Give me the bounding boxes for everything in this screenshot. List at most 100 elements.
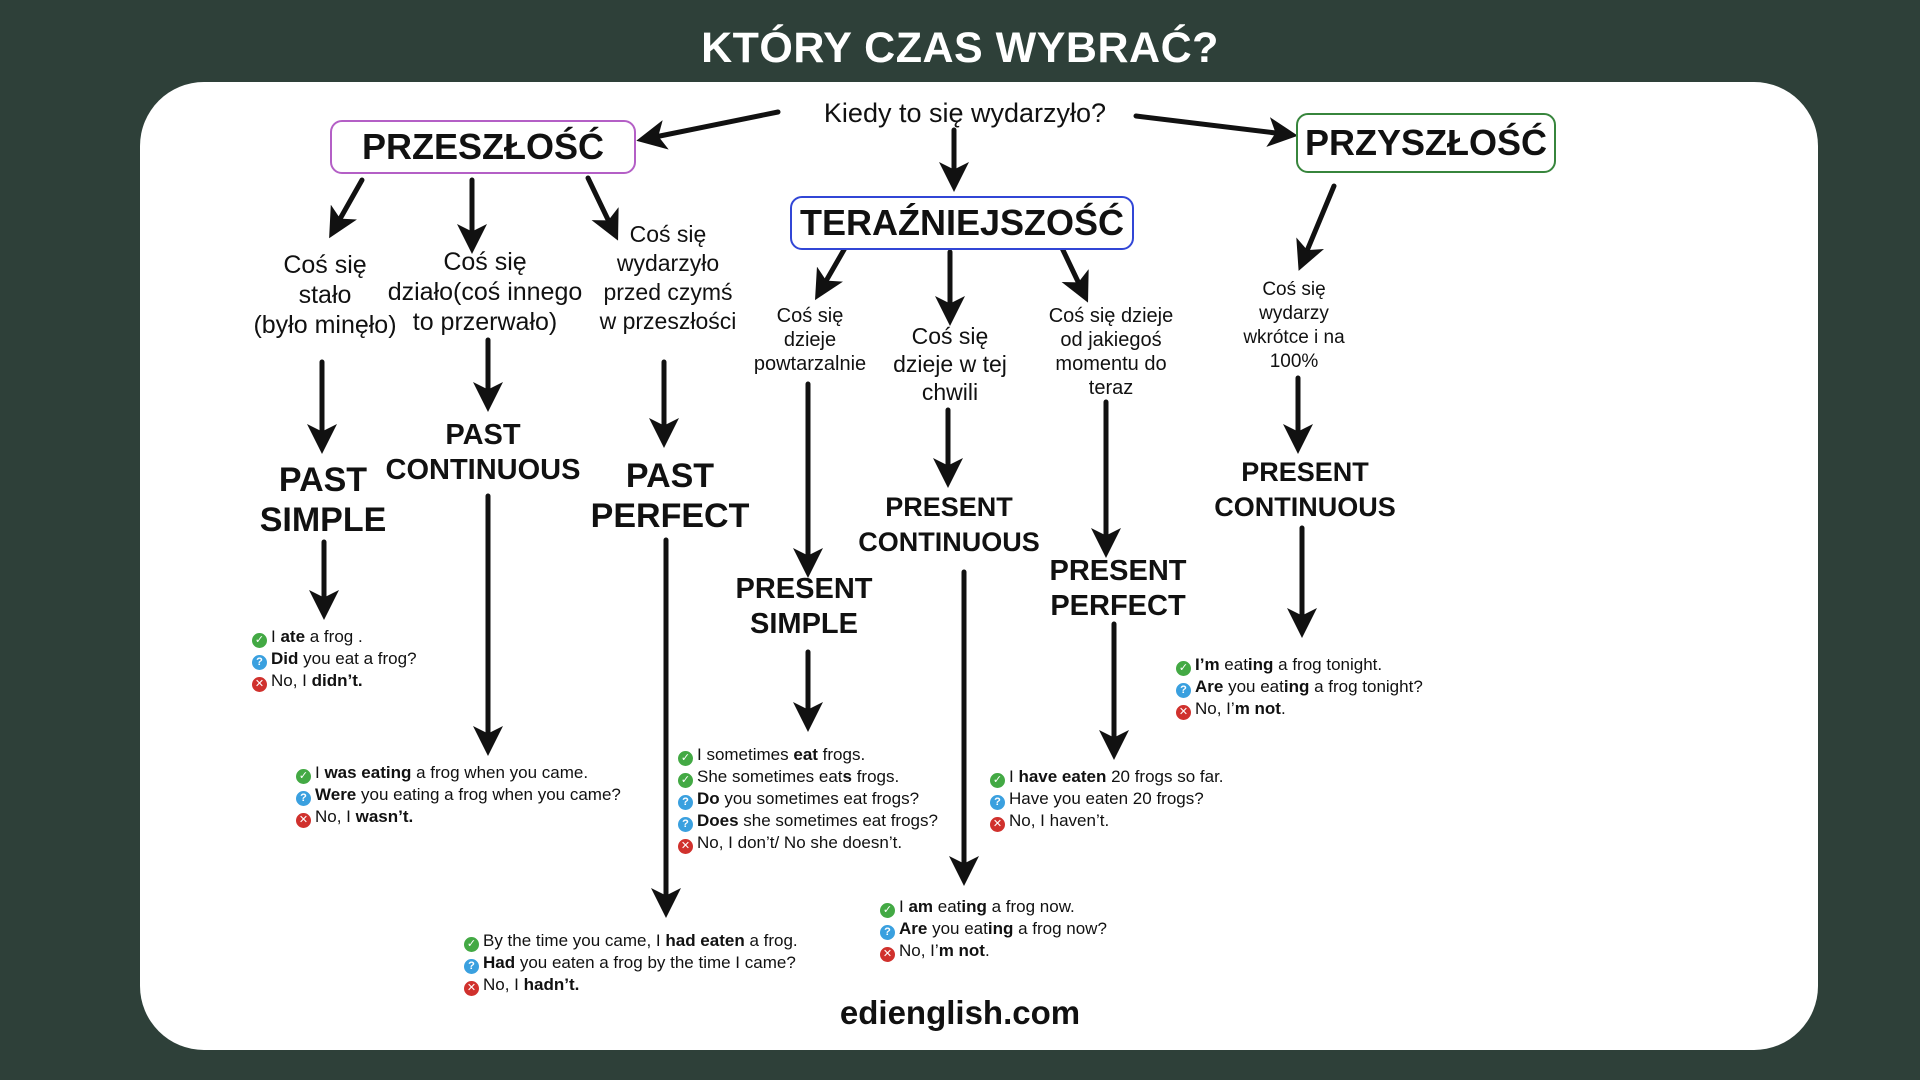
- example-text: eat: [793, 745, 818, 764]
- example-text: a frog.: [744, 931, 798, 950]
- example-text: had eaten: [665, 931, 745, 950]
- example-text: a frog now.: [986, 897, 1075, 916]
- arrow-question-to-past: [636, 109, 781, 150]
- examples-present-continuous: ✓I am eating a frog now.?Are you eating …: [880, 896, 1107, 962]
- cross-icon: ✕: [880, 947, 895, 962]
- example-line: ✕No, I didn’t.: [252, 670, 417, 692]
- example-text: Did: [271, 649, 299, 668]
- example-line: ✕No, I don’t/ No she doesn’t.: [678, 832, 938, 854]
- examples-future: ✓I’m eating a frog tonight.?Are you eati…: [1176, 654, 1423, 720]
- example-text: frogs.: [851, 767, 900, 786]
- example-line: ?Did you eat a frog?: [252, 648, 417, 670]
- examples-past-continuous: ✓I was eating a frog when you came.?Were…: [296, 762, 621, 828]
- tense-past-continuous: PAST CONTINUOUS: [385, 419, 581, 486]
- arrow-present-to-perfect: [1059, 245, 1089, 303]
- question-icon: ?: [1176, 683, 1191, 698]
- example-line: ✕No, I haven’t.: [990, 810, 1224, 832]
- example-line: ✓I’m eating a frog tonight.: [1176, 654, 1423, 676]
- question-icon: ?: [678, 817, 693, 832]
- example-text: No, I: [271, 671, 312, 690]
- arrow-present-to-simple: [815, 245, 848, 301]
- check-icon: ✓: [880, 903, 895, 918]
- check-icon: ✓: [296, 769, 311, 784]
- question-label: Kiedy to się wydarzyło?: [823, 98, 1107, 128]
- example-text: ing: [1247, 655, 1274, 674]
- check-icon: ✓: [678, 773, 693, 788]
- condition-past-perfect: Coś się wydarzyło przed czymś w przeszło…: [599, 221, 737, 334]
- example-line: ✕No, I’m not.: [1176, 698, 1423, 720]
- arrow-future-to-condition: [1296, 183, 1337, 271]
- example-text: I: [315, 763, 325, 782]
- example-line: ✓I sometimes eat frogs.: [678, 744, 938, 766]
- example-text: you eating a frog when you came?: [356, 785, 621, 804]
- example-text: didn’t.: [311, 671, 363, 690]
- example-line: ✓I am eating a frog now.: [880, 896, 1107, 918]
- example-line: ? Have you eaten 20 frogs?: [990, 788, 1224, 810]
- example-text: you eaten a frog by the time I came?: [515, 953, 796, 972]
- check-icon: ✓: [464, 937, 479, 952]
- example-text: a frog when you came.: [411, 763, 589, 782]
- example-text: I sometimes: [697, 745, 794, 764]
- question-icon: ?: [252, 655, 267, 670]
- examples-present-simple: ✓I sometimes eat frogs. ✓ She sometimes ea…: [678, 744, 938, 854]
- example-text: s: [842, 767, 852, 786]
- example-text: you eat: [1223, 677, 1284, 696]
- example-text: frogs.: [817, 745, 866, 764]
- example-text: eat: [933, 897, 962, 916]
- arrow-past-to-simple: [329, 177, 365, 239]
- example-text: She sometimes eat: [697, 767, 843, 786]
- example-text: am: [908, 897, 934, 916]
- example-line: ?Are you eating a frog now?: [880, 918, 1107, 940]
- question-icon: ?: [678, 795, 693, 810]
- example-text: Does: [697, 811, 739, 830]
- check-icon: ✓: [990, 773, 1005, 788]
- example-line: ✓I have eaten 20 frogs so far.: [990, 766, 1224, 788]
- example-text: No, I: [483, 975, 524, 994]
- example-text: No, I: [315, 807, 356, 826]
- example-text: Have you eaten 20 frogs?: [1009, 789, 1204, 808]
- question-icon: ?: [296, 791, 311, 806]
- tense-present-simple: PRESENT SIMPLE: [735, 573, 873, 640]
- cross-icon: ✕: [1176, 705, 1191, 720]
- example-text: I: [1009, 767, 1019, 786]
- example-text: I’m: [1195, 655, 1220, 674]
- tense-present-perfect: PRESENT PERFECT: [1049, 555, 1187, 622]
- arrow-question-to-future: [1133, 113, 1298, 147]
- example-text: I: [899, 897, 909, 916]
- condition-past-continuous: Coś się działo(coś innego to przerwało): [387, 248, 583, 336]
- example-line: ✕No, I wasn’t.: [296, 806, 621, 828]
- condition-future: Coś się wydarzy wkrótce i na 100%: [1243, 279, 1345, 372]
- question-icon: ?: [880, 925, 895, 940]
- question-icon: ?: [990, 795, 1005, 810]
- example-text: m not: [938, 941, 985, 960]
- tense-past-simple: PAST SIMPLE: [259, 461, 387, 539]
- tense-future: PRESENT CONTINUOUS: [1214, 457, 1396, 522]
- example-line: ?Do you sometimes eat frogs?: [678, 788, 938, 810]
- example-text: No, I’: [899, 941, 939, 960]
- cross-icon: ✕: [464, 981, 479, 996]
- example-line: ✓By the time you came, I had eaten a fro…: [464, 930, 798, 952]
- example-text: Are: [899, 919, 928, 938]
- example-text: .: [1280, 699, 1286, 718]
- example-text: you eat: [927, 919, 988, 938]
- example-text: wasn’t.: [355, 807, 414, 826]
- example-text: .: [984, 941, 990, 960]
- cross-icon: ✕: [678, 839, 693, 854]
- example-text: Were: [315, 785, 357, 804]
- example-text: a frog tonight?: [1309, 677, 1423, 696]
- example-text: No, I haven’t.: [1009, 811, 1110, 830]
- category-past-box: PRZESZŁOŚĆ: [330, 120, 636, 174]
- example-text: ing: [987, 919, 1014, 938]
- tense-present-continuous: PRESENT CONTINUOUS: [858, 492, 1040, 557]
- condition-present-simple: Coś się dzieje powtarzalnie: [753, 305, 867, 375]
- example-line: ✓ She sometimes eats frogs.: [678, 766, 938, 788]
- tense-past-perfect: PAST PERFECT: [590, 457, 750, 535]
- check-icon: ✓: [252, 633, 267, 648]
- example-text: ing: [1283, 677, 1310, 696]
- example-line: ?Does she sometimes eat frogs?: [678, 810, 938, 832]
- example-text: m not: [1234, 699, 1281, 718]
- example-text: ate: [280, 627, 306, 646]
- example-text: have eaten: [1018, 767, 1107, 786]
- example-line: ?Had you eaten a frog by the time I came…: [464, 952, 798, 974]
- condition-present-perfect: Coś się dzieje od jakiegoś momentu do te…: [1048, 305, 1174, 399]
